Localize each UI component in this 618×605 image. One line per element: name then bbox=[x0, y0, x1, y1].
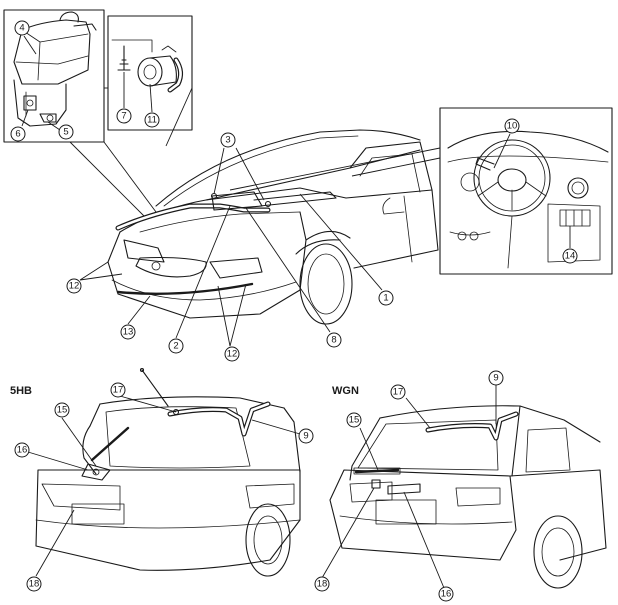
svg-text:15: 15 bbox=[349, 415, 360, 426]
callout-16-hatch: 16 bbox=[14, 442, 30, 458]
svg-text:18: 18 bbox=[29, 579, 40, 590]
svg-text:16: 16 bbox=[17, 445, 28, 456]
svg-text:13: 13 bbox=[123, 327, 134, 338]
svg-text:18: 18 bbox=[317, 579, 328, 590]
callout-7: 7 bbox=[116, 108, 132, 124]
callout-2: 2 bbox=[168, 338, 184, 354]
callout-9-hatch: 9 bbox=[298, 428, 314, 444]
callout-18-hatch: 18 bbox=[26, 576, 42, 592]
svg-text:6: 6 bbox=[15, 129, 20, 140]
callout-1: 1 bbox=[378, 290, 394, 306]
main-car-front bbox=[107, 129, 439, 325]
callout-4: 4 bbox=[14, 20, 30, 36]
svg-text:7: 7 bbox=[121, 111, 126, 122]
callout-16-wagon: 16 bbox=[438, 586, 454, 602]
hatchback-section-label: 5HB bbox=[10, 385, 32, 397]
svg-text:16: 16 bbox=[441, 589, 452, 600]
dashboard-inset bbox=[439, 107, 613, 275]
callout-13: 13 bbox=[120, 324, 136, 340]
svg-text:3: 3 bbox=[225, 135, 230, 146]
svg-text:1: 1 bbox=[383, 293, 388, 304]
svg-text:4: 4 bbox=[19, 23, 24, 34]
callout-9-wagon: 9 bbox=[488, 370, 504, 386]
wagon-rear bbox=[329, 405, 607, 589]
callout-12-left: 12 bbox=[66, 278, 82, 294]
hatchback-rear bbox=[35, 367, 301, 577]
callout-15-wagon: 15 bbox=[346, 412, 362, 428]
svg-text:8: 8 bbox=[331, 335, 336, 346]
svg-text:11: 11 bbox=[147, 115, 157, 126]
wagon-section-label: WGN bbox=[332, 385, 359, 397]
callout-11: 11 bbox=[144, 112, 160, 128]
svg-text:17: 17 bbox=[113, 385, 124, 396]
callout-15-hatch: 15 bbox=[54, 402, 70, 418]
callout-17-hatch: 17 bbox=[110, 382, 126, 398]
callout-10: 10 bbox=[504, 118, 520, 134]
callout-14: 14 bbox=[562, 248, 578, 264]
leader-lines bbox=[21, 35, 571, 589]
svg-text:2: 2 bbox=[173, 341, 178, 352]
svg-text:14: 14 bbox=[565, 251, 576, 262]
callout-12-right: 12 bbox=[224, 346, 240, 362]
callout-18-wagon: 18 bbox=[314, 576, 330, 592]
svg-text:17: 17 bbox=[393, 387, 404, 398]
callout-5: 5 bbox=[58, 124, 74, 140]
svg-text:15: 15 bbox=[57, 405, 68, 416]
svg-text:12: 12 bbox=[69, 281, 80, 292]
svg-text:10: 10 bbox=[507, 121, 518, 132]
svg-text:12: 12 bbox=[227, 349, 238, 360]
callout-8: 8 bbox=[326, 332, 342, 348]
svg-text:9: 9 bbox=[493, 373, 498, 384]
washer-tank-inset bbox=[3, 9, 105, 143]
callout-6: 6 bbox=[10, 126, 26, 142]
callout-3: 3 bbox=[220, 132, 236, 148]
svg-text:9: 9 bbox=[303, 431, 308, 442]
callout-17-wagon: 17 bbox=[390, 384, 406, 400]
svg-text:5: 5 bbox=[63, 127, 68, 138]
